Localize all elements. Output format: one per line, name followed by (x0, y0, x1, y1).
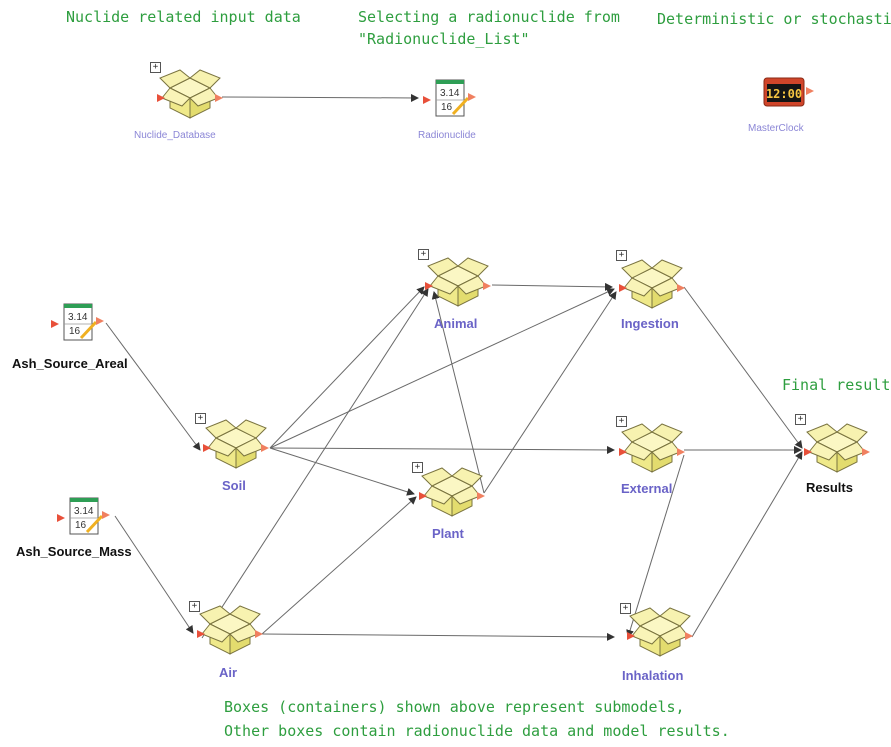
expand-inhalation-icon[interactable] (620, 603, 631, 614)
external-box-icon[interactable] (618, 423, 686, 473)
link-animal-ingestion (491, 282, 613, 291)
annotation-selecting-line2: "Radionuclide_List" (358, 30, 530, 48)
data-icon-value: 16 (75, 520, 87, 531)
link-plant-animal (431, 291, 485, 494)
ingestion-box-icon[interactable] (618, 259, 686, 309)
soil-box-icon[interactable] (202, 419, 270, 469)
node-label-animal: Animal (434, 316, 478, 331)
annotation-nuclide-input: Nuclide related input data (66, 8, 301, 26)
expand-animal-icon[interactable] (418, 249, 429, 260)
nuclide-database-box-icon[interactable] (156, 69, 224, 119)
link-air-plant (261, 496, 417, 635)
link-air-inhalation (261, 632, 615, 641)
link-soil-external (269, 445, 615, 454)
data-icon-value: 3.14 (440, 88, 460, 99)
data-icon-value: 16 (441, 102, 453, 113)
masterclock-icon[interactable]: 12:00 (763, 77, 814, 107)
plant-box-icon[interactable] (418, 467, 486, 517)
link-inhalation-results (691, 451, 803, 638)
link-areal-soil (105, 322, 201, 451)
link-soil-plant (269, 447, 415, 496)
data-icon-value: 3.14 (68, 312, 88, 323)
link-soil-animal (269, 286, 425, 449)
node-label-external: External (621, 481, 673, 496)
expand-soil-icon[interactable] (195, 413, 206, 424)
node-label-air: Air (219, 665, 238, 680)
annotation-selecting-line1: Selecting a radionuclide from (358, 8, 620, 26)
expand-plant-icon[interactable] (412, 462, 423, 473)
link-external-inhalation (626, 454, 685, 638)
node-label-soil: Soil (222, 478, 246, 493)
data-icon-value: 3.14 (74, 506, 94, 517)
annotation-final-results: Final results (782, 376, 891, 394)
annotation-boxes-line1: Boxes (containers) shown above represent… (224, 698, 685, 716)
node-label-ash-source-areal: Ash_Source_Areal (12, 356, 128, 371)
inhalation-box-icon[interactable] (626, 607, 694, 657)
node-label-ingestion: Ingestion (621, 316, 679, 331)
node-label-masterclock: MasterClock (748, 123, 804, 134)
data-icon-value: 16 (69, 326, 81, 337)
air-box-icon[interactable] (196, 605, 264, 655)
link-ingestion-results (683, 286, 803, 449)
node-label-inhalation: Inhalation (622, 668, 684, 683)
annotation-boxes-line2: Other boxes contain radionuclide data an… (224, 722, 730, 740)
expand-external-icon[interactable] (616, 416, 627, 427)
node-label-plant: Plant (432, 526, 464, 541)
annotation-deterministic: Deterministic or stochastic? (657, 10, 891, 28)
ash-source-mass-data-icon[interactable]: 3.14 16 (55, 496, 112, 536)
expand-air-icon[interactable] (189, 601, 200, 612)
link-soil-ingestion (269, 288, 615, 449)
link-mass-air (114, 515, 194, 634)
ash-source-areal-data-icon[interactable]: 3.14 16 (49, 302, 106, 342)
link-air-animal (201, 288, 429, 639)
animal-box-icon[interactable] (424, 257, 492, 307)
expand-ingestion-icon[interactable] (616, 250, 627, 261)
link-plant-ingestion (483, 291, 617, 494)
node-label-radionuclide: Radionuclide (418, 130, 476, 141)
link-nuclide-radionuclide (221, 93, 419, 102)
radionuclide-data-icon[interactable]: 3.14 16 (421, 78, 478, 118)
node-label-results: Results (806, 480, 853, 495)
expand-results-icon[interactable] (795, 414, 806, 425)
links (105, 93, 803, 641)
expand-nuclide-database-icon[interactable] (150, 62, 161, 73)
node-label-ash-source-mass: Ash_Source_Mass (16, 544, 132, 559)
results-box-icon[interactable] (803, 423, 871, 473)
clock-display: 12:00 (766, 87, 802, 101)
node-label-nuclide-database: Nuclide_Database (134, 130, 216, 141)
